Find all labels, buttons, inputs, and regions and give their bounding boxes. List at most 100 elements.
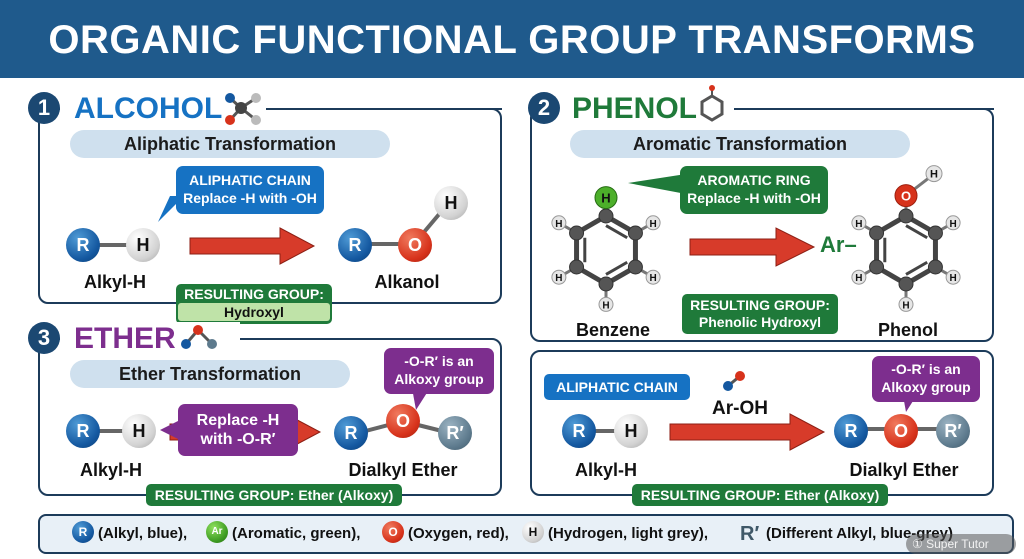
- aliphatic-product-rprime-atom: R′: [936, 414, 970, 448]
- ether-section-number: 3: [28, 322, 60, 354]
- alcohol-title-rule: [266, 108, 502, 110]
- aliphatic-reactant-label: Alkyl-H: [574, 460, 637, 480]
- phenol-resulting-group: RESULTING GROUP: Phenolic Hydroxyl: [682, 294, 838, 334]
- phenol-ar-label: Ar–: [820, 232, 857, 257]
- alcohol-product-label: Alkanol: [374, 272, 440, 292]
- alcohol-section-title: ALCOHOL: [74, 92, 223, 125]
- ether-product-r-atom: R: [334, 416, 368, 450]
- legend-rprime-text: (Different Alkyl, blue-grey): [766, 525, 953, 542]
- aliphatic-resulting-group: RESULTING GROUP: Ether (Alkoxy): [632, 484, 888, 506]
- legend-alkyl-swatch: R: [72, 521, 94, 543]
- phenol-section-number: 2: [528, 92, 560, 124]
- ring-carbon-atom: [869, 225, 885, 241]
- ether-alkoxy-line2: Alkoxy group: [394, 371, 484, 387]
- hydrogen-atom: [645, 215, 661, 231]
- ether-reactant-r-atom: R: [66, 414, 100, 448]
- ring-carbon-atom: [927, 259, 943, 275]
- ring-carbon-atom: [598, 276, 614, 292]
- highlighted-hydrogen-atom: [594, 186, 618, 210]
- alcohol-callout-line1: ALIPHATIC CHAIN: [189, 172, 311, 188]
- phenol-title-rule: [734, 108, 994, 110]
- ether-alkoxy-callout: -O-R′ is an Alkoxy group: [384, 348, 494, 394]
- highlighted-hydrogen-label: H: [601, 191, 610, 206]
- legend-hydrogen-text: (Hydrogen, light grey),: [548, 525, 709, 542]
- aliphatic-reactant-r-atom: R: [562, 414, 596, 448]
- aliphatic-chain-tag: ALIPHATIC CHAIN: [544, 374, 690, 400]
- hydrogen-atom: [551, 215, 567, 231]
- legend-hydrogen-swatch: H: [522, 521, 544, 543]
- hydrogen-atom: [851, 215, 867, 231]
- ether-reactant-h-atom: H: [122, 414, 156, 448]
- hydrogen-atom: [851, 269, 867, 285]
- ring-carbon-atom: [927, 225, 943, 241]
- hydrogen-atom-label: H: [649, 219, 656, 230]
- hydrogen-atom-label: H: [949, 273, 956, 284]
- hydrogen-atom: [551, 269, 567, 285]
- phenol-oxygen-label: O: [901, 189, 911, 204]
- ether-callout-line1: Replace -H: [196, 412, 280, 429]
- watermark-text: ① Super Tutor: [912, 537, 989, 551]
- phenol-section-title: PHENOL: [572, 92, 698, 125]
- phenol-reaction-arrow: [689, 227, 816, 267]
- ether-molecule-icon: [181, 325, 217, 349]
- page-title: ORGANIC FUNCTIONAL GROUP TRANSFORMS: [48, 18, 976, 62]
- benzene-label: Benzene: [575, 320, 651, 340]
- alcohol-reactant-r-atom: R: [66, 228, 100, 262]
- ring-carbon-atom: [598, 208, 614, 224]
- alcohol-product-h-atom: H: [434, 186, 468, 220]
- legend-aromatic-swatch: Ar: [206, 521, 228, 543]
- ether-resulting-group: RESULTING GROUP: Ether (Alkoxy): [146, 484, 402, 506]
- ether-callout: Replace -H with -O-R′: [178, 404, 298, 456]
- phenol-oxygen-atom: [894, 184, 918, 208]
- ether-callout-line2: with -O-R′: [200, 431, 276, 448]
- phenol-callout-pointer: [628, 174, 686, 194]
- alcohol-callout: ALIPHATIC CHAIN Replace -H with -OH: [176, 166, 324, 214]
- hydrogen-atom-label: H: [555, 219, 562, 230]
- hydrogen-atom-label: H: [649, 273, 656, 284]
- ring-double-bond: [605, 224, 628, 240]
- aliphatic-reactant-h-atom: H: [614, 414, 648, 448]
- hydrogen-atom: [898, 296, 914, 312]
- ether-product-o-atom: O: [386, 404, 420, 438]
- aliphatic-product-o-atom: O: [884, 414, 918, 448]
- legend-alkyl-text: (Alkyl, blue),: [98, 525, 188, 542]
- alcohol-subtitle: Aliphatic Transformation: [70, 130, 390, 158]
- watermark-badge: [906, 534, 1016, 554]
- hydrogen-atom-label: H: [855, 219, 862, 230]
- ring-carbon-atom: [898, 208, 914, 224]
- ring-double-bond: [605, 260, 628, 276]
- aliphatic-reaction-arrow: [669, 413, 826, 451]
- aliphatic-alkoxy-callout: -O-R′ is an Alkoxy group: [872, 356, 980, 402]
- alcohol-molecule-icon: [225, 93, 261, 125]
- phenol-subtitle: Aromatic Transformation: [570, 130, 910, 158]
- alcohol-result-heading: RESULTING GROUP:: [184, 286, 324, 302]
- hydrogen-atom: [945, 215, 961, 231]
- ar-oh-reagent-label: Ar-OH: [712, 398, 768, 419]
- ether-alkoxy-line1: -O-R′ is an: [404, 353, 474, 369]
- phenol-molecule-icon: [700, 85, 724, 122]
- phenol-result-value: Phenolic Hydroxyl: [698, 314, 822, 330]
- ring-carbon-atom: [898, 276, 914, 292]
- ether-section-title: ETHER: [74, 322, 176, 355]
- ether-title-backing: [60, 322, 240, 356]
- ring-carbon-atom: [569, 225, 585, 241]
- phenol-hydroxyl-hydrogen: [925, 165, 943, 183]
- ether-subtitle: Ether Transformation: [70, 360, 350, 388]
- hydrogen-atom-label: H: [949, 219, 956, 230]
- ether-callout-pointer: [160, 420, 180, 440]
- aliphatic-product-r-atom: R: [834, 414, 868, 448]
- ring-carbon-atom: [627, 259, 643, 275]
- alcohol-product-o-atom: O: [398, 228, 432, 262]
- ether-reactant-label: Alkyl-H: [79, 460, 142, 480]
- alcohol-reaction-arrow: [189, 227, 316, 265]
- ring-double-bond: [905, 260, 928, 276]
- ring-double-bond: [905, 224, 928, 240]
- legend-rprime-symbol: R′: [740, 523, 760, 545]
- hydrogen-atom: [945, 269, 961, 285]
- alcohol-section-number: 1: [28, 92, 60, 124]
- alcohol-product-r-atom: R: [338, 228, 372, 262]
- legend-oxygen-swatch: O: [382, 521, 404, 543]
- aliphatic-alkoxy-line1: -O-R′ is an: [891, 361, 961, 377]
